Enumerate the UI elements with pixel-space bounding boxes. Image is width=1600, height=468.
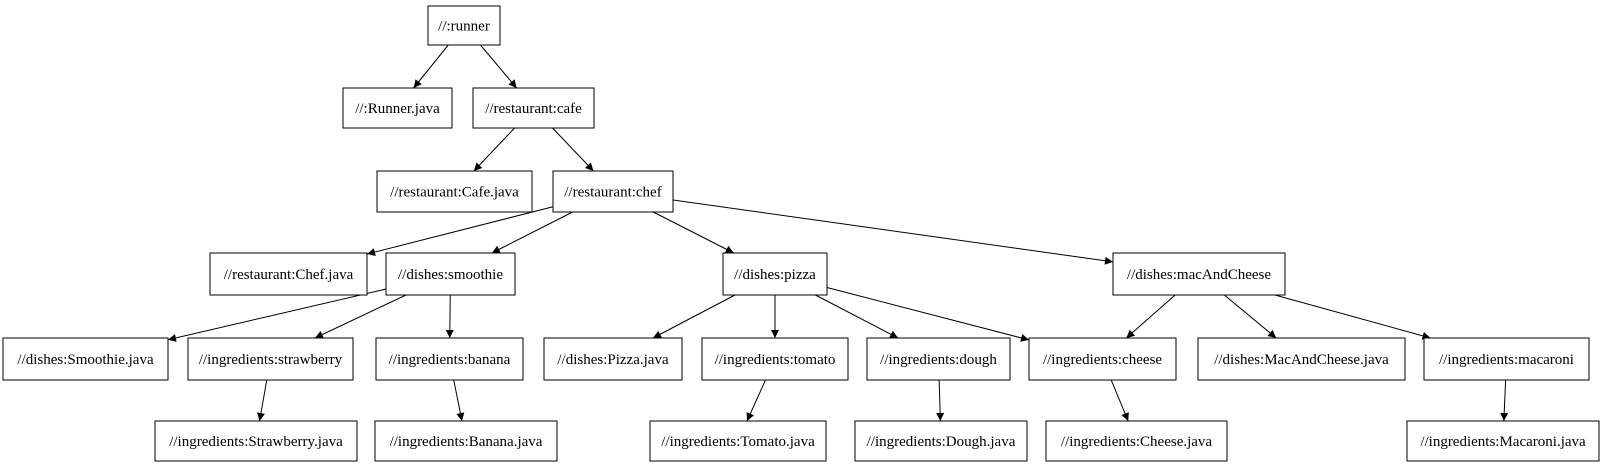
node-strawberry: //ingredients:strawberry	[187, 337, 354, 381]
node-label-dough-java: //ingredients:Dough.java	[867, 434, 1016, 450]
node-label-smoothie: //dishes:smoothie	[398, 267, 503, 283]
node-box-smoothie-java	[2, 337, 169, 381]
node-box-mac-and-cheese	[1112, 252, 1286, 296]
edge-chef-to-smoothie	[491, 211, 573, 254]
edge-runner-to-cafe	[480, 44, 518, 89]
node-banana: //ingredients:banana	[375, 337, 524, 381]
edge-pizza-to-cheese	[826, 287, 1030, 342]
node-runner: //:runner	[427, 5, 501, 46]
node-label-cafe: //restaurant:cafe	[485, 101, 582, 117]
node-box-strawberry-java	[154, 420, 358, 462]
node-banana-java: //ingredients:Banana.java	[374, 420, 558, 462]
edge-banana-to-banana-java	[453, 379, 465, 422]
node-cheese: //ingredients:cheese	[1028, 337, 1177, 381]
node-label-cheese-java: //ingredients:Cheese.java	[1061, 434, 1213, 450]
node-box-banana-java	[374, 420, 558, 462]
node-box-mac-and-cheese-java	[1197, 337, 1406, 381]
node-label-tomato-java: //ingredients:Tomato.java	[661, 434, 815, 450]
node-chef-java: //restaurant:Chef.java	[209, 252, 368, 296]
node-pizza-java: //dishes:Pizza.java	[543, 337, 683, 381]
node-pizza: //dishes:pizza	[722, 252, 828, 296]
node-cafe-java: //restaurant:Cafe.java	[376, 170, 533, 213]
node-tomato-java: //ingredients:Tomato.java	[649, 420, 827, 462]
node-label-macaroni: //ingredients:macaroni	[1439, 352, 1574, 368]
node-label-tomato: //ingredients:tomato	[715, 352, 836, 368]
edge-smoothie-to-smoothie-java	[167, 288, 387, 342]
node-box-cheese-java	[1045, 420, 1228, 462]
node-label-chef-java: //restaurant:Chef.java	[224, 267, 354, 283]
node-box-banana	[375, 337, 524, 381]
node-tomato: //ingredients:tomato	[701, 337, 849, 381]
node-dough-java: //ingredients:Dough.java	[854, 420, 1028, 462]
node-label-macaroni-java: //ingredients:Macaroni.java	[1420, 434, 1586, 450]
node-box-runner-java	[342, 87, 453, 129]
edge-smoothie-to-strawberry	[314, 294, 407, 339]
node-mac-and-cheese-java: //dishes:MacAndCheese.java	[1197, 337, 1406, 381]
edge-mac-and-cheese-to-mac-and-cheese-java	[1224, 294, 1277, 339]
node-label-cafe-java: //restaurant:Cafe.java	[390, 185, 519, 201]
node-label-runner: //:runner	[438, 19, 490, 35]
node-label-smoothie-java: //dishes:Smoothie.java	[17, 352, 154, 368]
node-label-strawberry-java: //ingredients:Strawberry.java	[169, 434, 343, 450]
node-label-runner-java: //:Runner.java	[355, 101, 440, 117]
node-macaroni-java: //ingredients:Macaroni.java	[1406, 420, 1600, 462]
node-label-strawberry: //ingredients:strawberry	[199, 352, 343, 368]
edge-cafe-to-cafe-java	[473, 127, 515, 172]
node-box-dough-java	[854, 420, 1028, 462]
node-box-cafe-java	[376, 170, 533, 213]
edge-chef-to-chef-java	[366, 206, 554, 256]
node-box-tomato-java	[649, 420, 827, 462]
node-cheese-java: //ingredients:Cheese.java	[1045, 420, 1228, 462]
node-label-cheese: //ingredients:cheese	[1043, 352, 1162, 368]
edge-macaroni-to-macaroni-java	[1500, 379, 1509, 422]
edge-cheese-to-cheese-java	[1110, 379, 1129, 422]
node-box-chef	[552, 170, 674, 213]
edge-strawberry-to-strawberry-java	[256, 379, 268, 422]
node-cafe: //restaurant:cafe	[472, 87, 595, 129]
node-box-strawberry	[187, 337, 354, 381]
node-box-macaroni	[1423, 337, 1590, 381]
node-label-chef: //restaurant:chef	[564, 185, 661, 201]
node-label-banana: //ingredients:banana	[389, 352, 511, 368]
node-smoothie-java: //dishes:Smoothie.java	[2, 337, 169, 381]
edge-smoothie-to-banana	[445, 294, 454, 339]
edge-pizza-to-pizza-java	[652, 294, 736, 339]
node-mac-and-cheese: //dishes:macAndCheese	[1112, 252, 1286, 296]
node-label-pizza: //dishes:pizza	[734, 267, 816, 283]
node-chef: //restaurant:chef	[552, 170, 674, 213]
node-box-cafe	[472, 87, 595, 129]
node-box-dough	[866, 337, 1011, 381]
node-dough: //ingredients:dough	[866, 337, 1011, 381]
node-box-macaroni-java	[1406, 420, 1600, 462]
node-runner-java: //:Runner.java	[342, 87, 453, 129]
node-strawberry-java: //ingredients:Strawberry.java	[154, 420, 358, 462]
node-label-mac-and-cheese: //dishes:macAndCheese	[1127, 267, 1271, 283]
edge-pizza-to-dough	[815, 294, 899, 339]
edge-chef-to-mac-and-cheese	[672, 199, 1114, 265]
node-box-pizza	[722, 252, 828, 296]
edge-dough-to-dough-java	[936, 379, 945, 422]
node-box-pizza-java	[543, 337, 683, 381]
node-label-dough: //ingredients:dough	[880, 352, 997, 368]
node-box-chef-java	[209, 252, 368, 296]
node-label-mac-and-cheese-java: //dishes:MacAndCheese.java	[1214, 352, 1389, 368]
edge-mac-and-cheese-to-macaroni	[1274, 294, 1431, 340]
node-label-pizza-java: //dishes:Pizza.java	[557, 352, 669, 368]
node-macaroni: //ingredients:macaroni	[1423, 337, 1590, 381]
node-smoothie: //dishes:smoothie	[385, 252, 516, 296]
node-label-banana-java: //ingredients:Banana.java	[390, 434, 543, 450]
node-box-tomato	[701, 337, 849, 381]
edge-cafe-to-chef	[552, 127, 594, 172]
node-box-runner	[427, 5, 501, 46]
node-box-cheese	[1028, 337, 1177, 381]
edge-tomato-to-tomato-java	[746, 379, 766, 422]
node-box-smoothie	[385, 252, 516, 296]
edge-chef-to-pizza	[653, 211, 734, 254]
edge-runner-to-runner-java	[413, 44, 449, 89]
edge-mac-and-cheese-to-cheese	[1126, 294, 1176, 339]
